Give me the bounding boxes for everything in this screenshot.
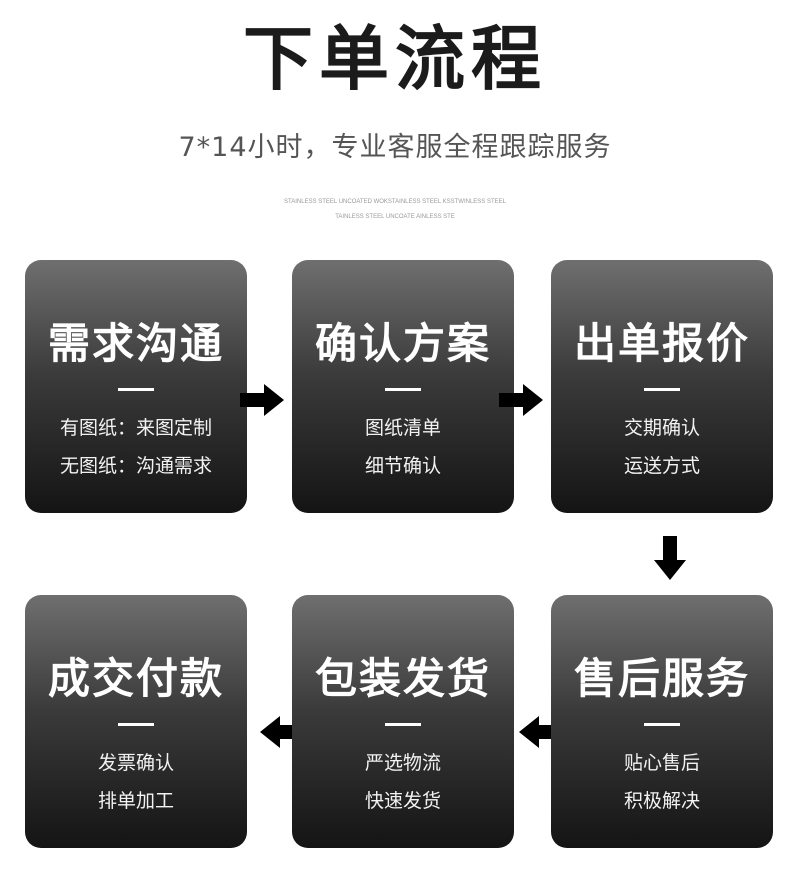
step-card-after-sales: 售后服务 贴心售后 积极解决	[551, 595, 773, 848]
step-divider	[385, 723, 421, 726]
step-divider	[644, 388, 680, 391]
step-title: 确认方案	[314, 319, 491, 368]
step-title: 包装发货	[314, 654, 491, 703]
step-divider	[118, 723, 154, 726]
step-card-confirm-plan: 确认方案 图纸清单 细节确认	[292, 260, 514, 513]
arrow-right-icon	[240, 384, 284, 416]
step-detail-1: 有图纸：来图定制	[59, 417, 212, 439]
step-title: 售后服务	[573, 654, 750, 703]
step-detail-2: 快速发货	[364, 790, 441, 812]
arrow-down-icon	[654, 536, 686, 580]
step-detail-2: 无图纸：沟通需求	[59, 455, 212, 477]
step-title: 需求沟通	[47, 319, 224, 368]
page-title: 下单流程	[243, 18, 547, 100]
arrow-left-icon	[260, 716, 304, 748]
step-card-quotation: 出单报价 交期确认 运送方式	[551, 260, 773, 513]
step-detail-1: 图纸清单	[364, 417, 441, 439]
step-detail-1: 严选物流	[364, 752, 441, 774]
step-card-requirement: 需求沟通 有图纸：来图定制 无图纸：沟通需求	[25, 260, 247, 513]
step-detail-2: 积极解决	[623, 790, 700, 812]
step-title: 成交付款	[47, 654, 224, 703]
step-detail-1: 发票确认	[97, 752, 174, 774]
decorative-caption-line-1: STAINLESS STEEL UNCOATED WOKSTAINLESS ST…	[284, 199, 506, 205]
arrow-right-icon	[499, 384, 543, 416]
step-title: 出单报价	[573, 319, 750, 368]
step-detail-2: 细节确认	[364, 455, 441, 477]
step-card-packaging: 包装发货 严选物流 快速发货	[292, 595, 514, 848]
step-detail-1: 贴心售后	[623, 752, 700, 774]
step-card-payment: 成交付款 发票确认 排单加工	[25, 595, 247, 848]
step-detail-1: 交期确认	[623, 417, 700, 439]
step-divider	[385, 388, 421, 391]
arrow-left-icon	[519, 716, 563, 748]
page-subtitle: 7*14小时，专业客服全程跟踪服务	[178, 132, 612, 163]
step-detail-2: 运送方式	[623, 455, 700, 477]
step-detail-2: 排单加工	[97, 790, 174, 812]
decorative-caption-line-2: TAINLESS STEEL UNCOATE AINLESS STE	[335, 214, 455, 220]
step-divider	[644, 723, 680, 726]
step-divider	[118, 388, 154, 391]
